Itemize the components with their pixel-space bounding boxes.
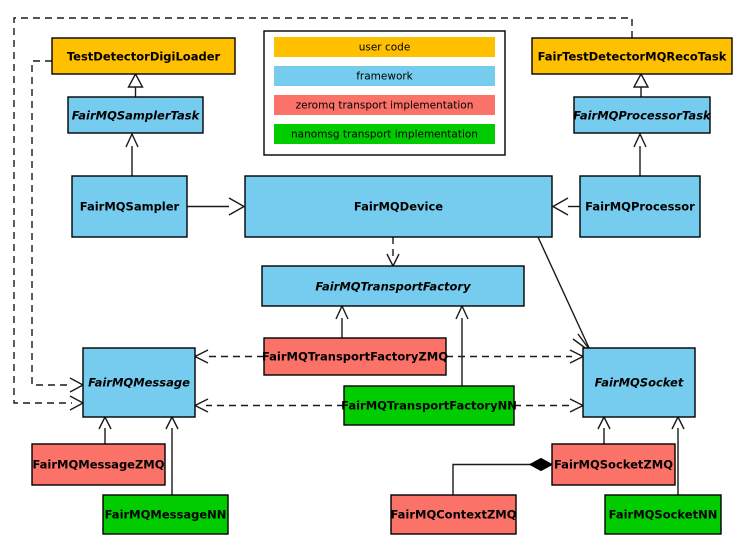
node-rect-FairMQTransportFactory[interactable] — [261, 265, 525, 307]
legend: user code framework zeromq transport imp… — [263, 30, 506, 156]
node-FairMQMessageNN[interactable]: FairMQMessageNN — [102, 494, 229, 535]
node-FairTestDetectorMQRecoTask[interactable]: FairTestDetectorMQRecoTask — [531, 37, 733, 75]
legend-label-zeromq: zeromq transport implementation — [296, 100, 474, 112]
node-rect-FairTestDetectorMQRecoTask[interactable] — [531, 37, 733, 75]
node-FairMQTransportFactory[interactable]: FairMQTransportFactory — [261, 265, 525, 307]
node-label-FairMQTransportFactoryZMQ: FairMQTransportFactoryZMQ — [262, 350, 448, 364]
edge-messagezmq-message — [98, 415, 112, 444]
node-label-FairMQContextZMQ: FairMQContextZMQ — [390, 508, 516, 522]
node-rect-FairMQSamplerTask[interactable] — [67, 96, 204, 134]
legend-item-user-code: user code — [274, 37, 495, 57]
node-rect-FairMQDevice[interactable] — [244, 175, 553, 238]
legend-swatch-user-code — [274, 37, 495, 57]
legend-item-nanomsg: nanomsg transport implementation — [274, 124, 495, 144]
node-label-FairMQDevice: FairMQDevice — [354, 200, 443, 214]
node-FairMQContextZMQ[interactable]: FairMQContextZMQ — [390, 494, 517, 535]
node-label-FairTestDetectorMQRecoTask: FairTestDetectorMQRecoTask — [538, 50, 727, 64]
node-FairMQDevice[interactable]: FairMQDevice — [244, 175, 553, 238]
legend-swatch-nanomsg — [274, 124, 495, 144]
legend-item-framework: framework — [274, 66, 495, 86]
edge-device-transportfactory — [386, 237, 400, 268]
node-label-FairMQTransportFactory: FairMQTransportFactory — [315, 280, 471, 294]
legend-label-nanomsg: nanomsg transport implementation — [291, 129, 478, 141]
node-TestDetectorDigiLoader[interactable]: TestDetectorDigiLoader — [51, 37, 236, 75]
node-FairMQSampler[interactable]: FairMQSampler — [71, 175, 188, 238]
edge-digiloader-samplertask — [127, 72, 144, 97]
legend-item-zeromq: zeromq transport implementation — [274, 95, 495, 115]
edge-processor-device — [551, 197, 580, 216]
edge-messagenn-message — [165, 415, 179, 495]
node-FairMQSamplerTask[interactable]: FairMQSamplerTask — [67, 96, 204, 134]
node-FairMQMessageZMQ[interactable]: FairMQMessageZMQ — [31, 443, 166, 486]
node-label-FairMQMessageNN: FairMQMessageNN — [105, 508, 227, 522]
nodes-layer: TestDetectorDigiLoader FairTestDetectorM… — [31, 37, 733, 535]
legend-label-user-code: user code — [359, 42, 411, 54]
node-rect-FairMQMessage[interactable] — [82, 347, 196, 418]
legend-label-framework: framework — [356, 71, 413, 83]
node-label-FairMQMessageZMQ: FairMQMessageZMQ — [32, 458, 164, 472]
edge-processor-processortask — [633, 132, 647, 176]
node-label-FairMQSampler: FairMQSampler — [80, 200, 180, 214]
edge-tfnn-message — [193, 398, 344, 413]
node-label-FairMQTransportFactoryNN: FairMQTransportFactoryNN — [341, 399, 517, 413]
node-rect-FairMQTransportFactoryNN[interactable] — [343, 385, 515, 426]
node-label-FairMQSocket: FairMQSocket — [595, 376, 684, 390]
node-FairMQProcessor[interactable]: FairMQProcessor — [579, 175, 701, 238]
edge-recotask-processortask — [632, 72, 650, 97]
node-rect-FairMQTransportFactoryZMQ[interactable] — [263, 337, 447, 376]
node-rect-FairMQSocket[interactable] — [582, 347, 696, 418]
node-rect-FairMQSocketZMQ[interactable] — [551, 443, 676, 486]
node-rect-FairMQMessageNN[interactable] — [102, 494, 229, 535]
edge-sampler-samplertask — [125, 132, 139, 176]
edge-sampler-device — [187, 197, 246, 216]
node-label-FairMQMessage: FairMQMessage — [88, 376, 190, 390]
node-label-TestDetectorDigiLoader: TestDetectorDigiLoader — [67, 50, 221, 64]
node-rect-FairMQMessageZMQ[interactable] — [31, 443, 166, 486]
edge-tfzmq-message — [193, 349, 264, 364]
edge-tfnn-tf — [455, 304, 469, 386]
edge-socketzmq-socket — [597, 415, 611, 444]
node-rect-FairMQSampler[interactable] — [71, 175, 188, 238]
edge-tfzmq-tf — [335, 304, 349, 338]
node-label-FairMQProcessor: FairMQProcessor — [585, 200, 695, 214]
node-FairMQSocketNN[interactable]: FairMQSocketNN — [604, 494, 722, 535]
edge-tfnn-socket — [514, 398, 585, 413]
node-rect-FairMQContextZMQ[interactable] — [390, 494, 517, 535]
node-rect-FairMQProcessor[interactable] — [579, 175, 701, 238]
node-FairMQTransportFactoryNN[interactable]: FairMQTransportFactoryNN — [341, 385, 517, 426]
node-label-FairMQProcessorTask: FairMQProcessorTask — [573, 109, 712, 123]
edge-contextzmq-socketzmq — [452, 457, 554, 495]
edge-device-socket — [537, 236, 593, 354]
node-rect-TestDetectorDigiLoader[interactable] — [51, 37, 236, 75]
node-label-FairMQSamplerTask: FairMQSamplerTask — [72, 109, 201, 123]
node-FairMQMessage[interactable]: FairMQMessage — [82, 347, 196, 418]
legend-swatch-framework — [274, 66, 495, 86]
legend-swatch-zeromq — [274, 95, 495, 115]
node-FairMQProcessorTask[interactable]: FairMQProcessorTask — [573, 96, 712, 134]
node-rect-FairMQProcessorTask[interactable] — [573, 96, 711, 134]
edge-tfzmq-socket — [446, 349, 585, 364]
node-FairMQSocket[interactable]: FairMQSocket — [582, 347, 696, 418]
node-label-FairMQSocketZMQ: FairMQSocketZMQ — [554, 458, 673, 472]
node-FairMQSocketZMQ[interactable]: FairMQSocketZMQ — [551, 443, 676, 486]
node-label-FairMQSocketNN: FairMQSocketNN — [609, 508, 718, 522]
node-rect-FairMQSocketNN[interactable] — [604, 494, 722, 535]
node-FairMQTransportFactoryZMQ[interactable]: FairMQTransportFactoryZMQ — [262, 337, 448, 376]
